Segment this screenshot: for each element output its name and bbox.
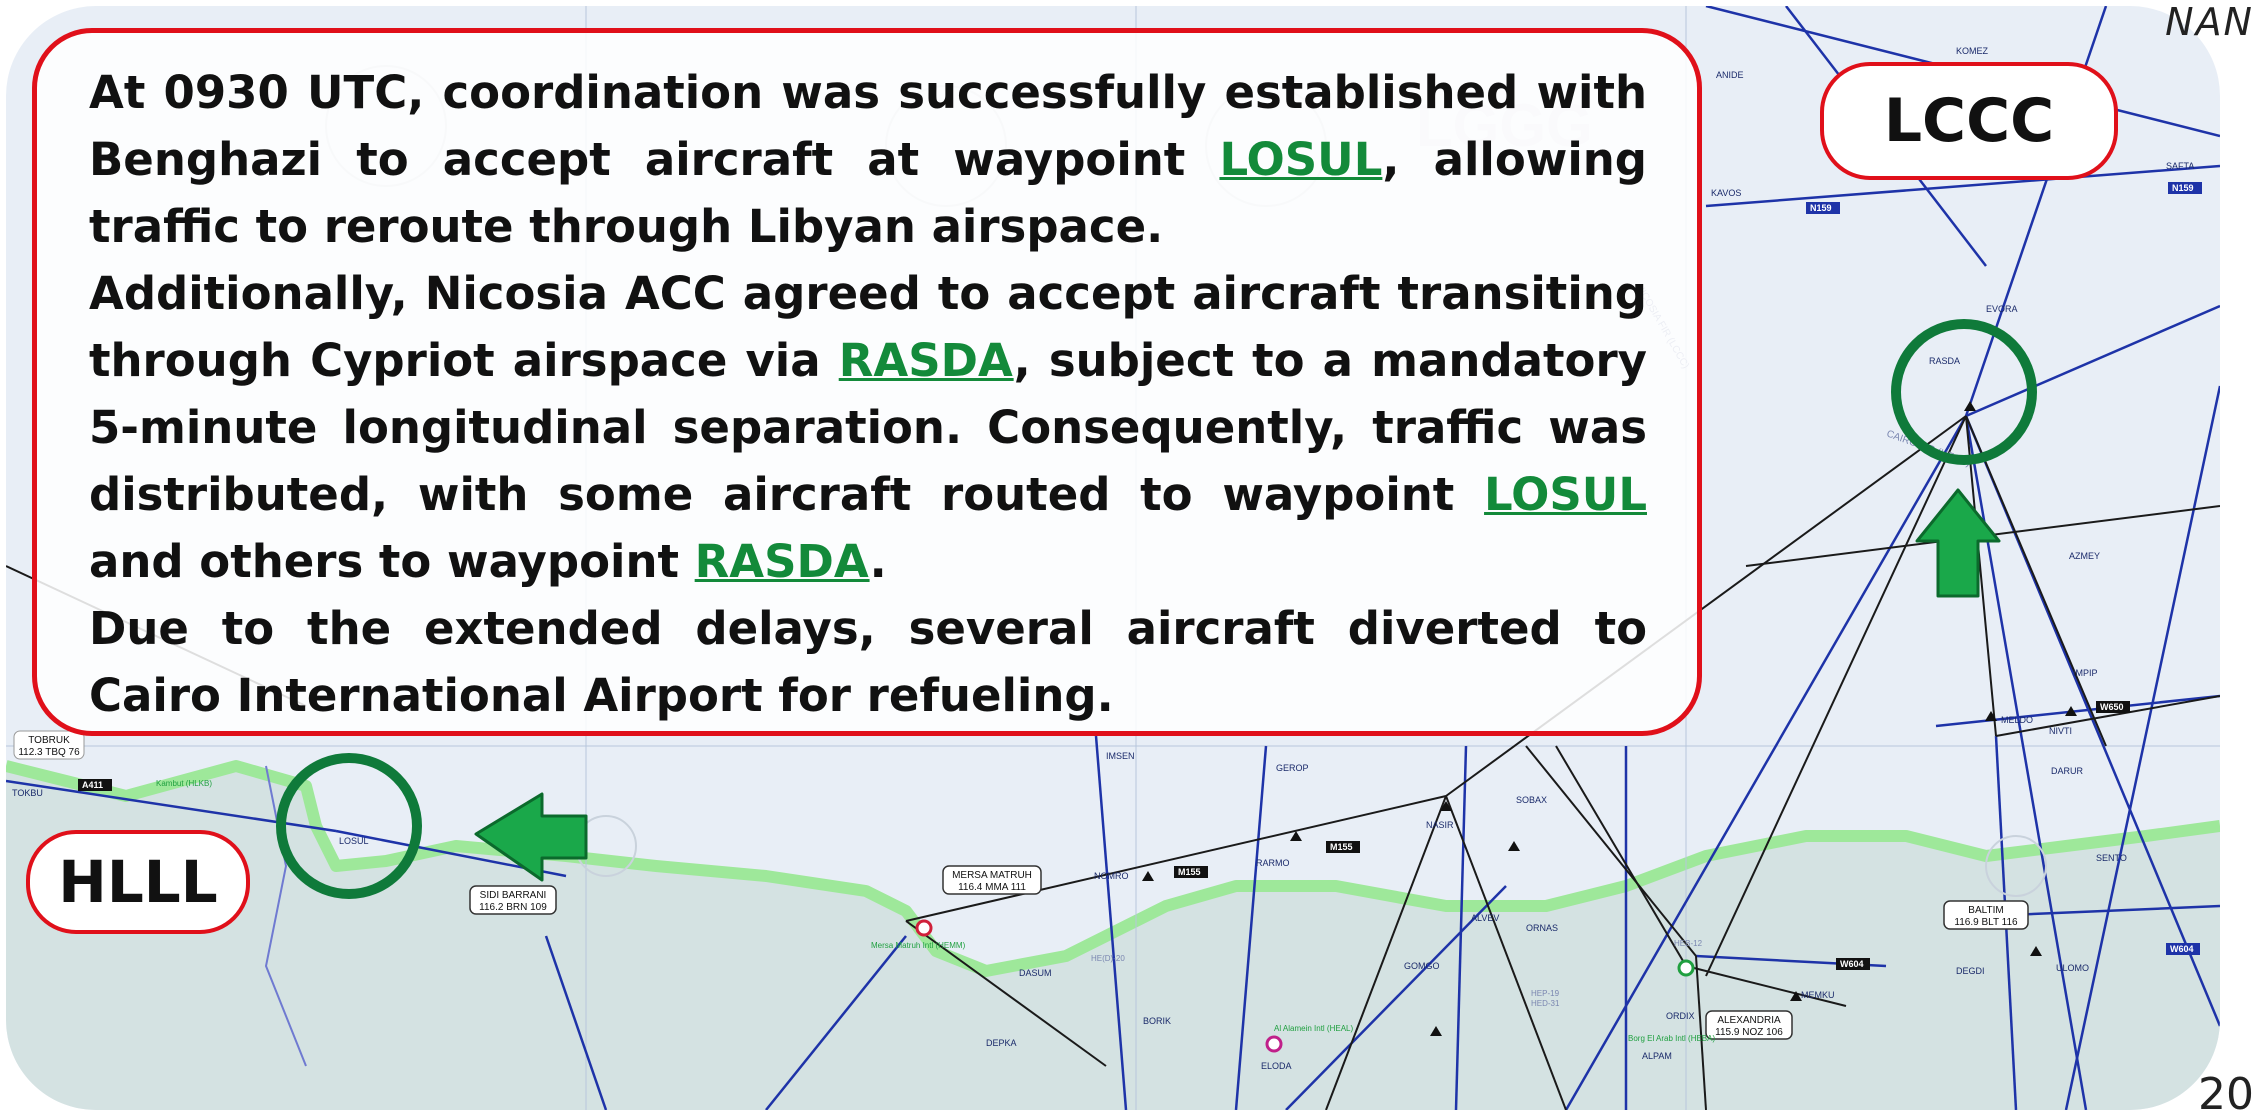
paragraph-text: and others to waypoint bbox=[89, 535, 695, 588]
svg-text:W650: W650 bbox=[2100, 702, 2124, 712]
svg-text:M155: M155 bbox=[1178, 867, 1201, 877]
paragraph-text: At 0930 UTC, coordination was successful… bbox=[89, 66, 1647, 186]
paragraph-text: , subject to a mandatory 5-minute longit… bbox=[89, 334, 1647, 521]
corner-logo-text: NAN bbox=[2165, 0, 2254, 44]
up-arrow bbox=[1915, 488, 2001, 598]
coordination-callout: At 0930 UTC, coordination was successful… bbox=[32, 28, 1702, 736]
svg-text:SIDI BARRANI: SIDI BARRANI bbox=[480, 890, 547, 901]
left-arrow bbox=[474, 792, 588, 882]
waypoint-link-losul: LOSUL bbox=[1219, 133, 1383, 186]
svg-text:SAFTA: SAFTA bbox=[2166, 161, 2194, 171]
coastline bbox=[6, 760, 2220, 977]
svg-text:NASIR: NASIR bbox=[1426, 820, 1454, 830]
svg-text:RARMO: RARMO bbox=[1256, 858, 1290, 868]
svg-text:MEMKU: MEMKU bbox=[1801, 990, 1835, 1000]
svg-text:W604: W604 bbox=[1840, 959, 1864, 969]
svg-text:TOKBU: TOKBU bbox=[12, 788, 43, 798]
page-number: 20 bbox=[2198, 1069, 2254, 1120]
svg-text:M155: M155 bbox=[1330, 842, 1353, 852]
waypoint-link-losul: LOSUL bbox=[1484, 468, 1647, 521]
svg-text:KAVOS: KAVOS bbox=[1711, 188, 1741, 198]
svg-text:NOMRO: NOMRO bbox=[1094, 871, 1129, 881]
fir-tag-lccc: LCCC bbox=[1820, 62, 2118, 180]
paragraph-text: . bbox=[869, 535, 887, 588]
svg-text:Al Alamein Intl (HEAL): Al Alamein Intl (HEAL) bbox=[1274, 1024, 1353, 1033]
svg-text:N159: N159 bbox=[2172, 183, 2194, 193]
svg-text:A411: A411 bbox=[82, 780, 103, 790]
svg-text:HED-31: HED-31 bbox=[1531, 999, 1560, 1008]
svg-text:Mersa Matruh Intl (HEMM): Mersa Matruh Intl (HEMM) bbox=[871, 941, 966, 950]
svg-text:LOSUL: LOSUL bbox=[339, 836, 369, 846]
svg-text:HEB-12: HEB-12 bbox=[1674, 939, 1703, 948]
svg-text:ORDIX: ORDIX bbox=[1666, 1011, 1695, 1021]
svg-text:SENTO: SENTO bbox=[2096, 853, 2127, 863]
fir-tag-hlll: HLLL bbox=[26, 830, 250, 934]
svg-text:MELDO: MELDO bbox=[2001, 715, 2033, 725]
svg-text:ALEXANDRIA: ALEXANDRIA bbox=[1717, 1015, 1781, 1026]
svg-text:Borg El Arab Intl (HEBA): Borg El Arab Intl (HEBA) bbox=[1628, 1034, 1715, 1043]
paragraph-losul-coordination: At 0930 UTC, coordination was successful… bbox=[89, 59, 1647, 260]
svg-text:IMPIP: IMPIP bbox=[2073, 668, 2098, 678]
svg-text:ELODA: ELODA bbox=[1261, 1061, 1292, 1071]
paragraph-cairo-diversion: Due to the extended delays, several airc… bbox=[89, 595, 1647, 729]
svg-text:AZMEY: AZMEY bbox=[2069, 551, 2100, 561]
svg-text:IMSEN: IMSEN bbox=[1106, 751, 1135, 761]
svg-text:RASDA: RASDA bbox=[1929, 356, 1960, 366]
svg-text:112.3 TBQ 76: 112.3 TBQ 76 bbox=[18, 747, 80, 758]
paragraph-nicosia-acc: Additionally, Nicosia ACC agreed to acce… bbox=[89, 260, 1647, 595]
svg-text:116.2 BRN 109: 116.2 BRN 109 bbox=[479, 902, 547, 913]
svg-text:NIVTI: NIVTI bbox=[2049, 726, 2072, 736]
svg-text:ALVEV: ALVEV bbox=[1471, 913, 1499, 923]
nav-box-name: MERSA MATRUH bbox=[952, 870, 1032, 881]
svg-text:ALPAM: ALPAM bbox=[1642, 1051, 1672, 1061]
svg-text:DARUR: DARUR bbox=[2051, 766, 2084, 776]
losul-highlight-circle bbox=[276, 753, 422, 899]
svg-text:GOMGO: GOMGO bbox=[1404, 961, 1440, 971]
svg-text:BORIK: BORIK bbox=[1143, 1016, 1171, 1026]
svg-text:HE(D)-20: HE(D)-20 bbox=[1091, 954, 1125, 963]
svg-text:N159: N159 bbox=[1810, 203, 1832, 213]
svg-text:SOBAX: SOBAX bbox=[1516, 795, 1547, 805]
svg-text:GEROP: GEROP bbox=[1276, 763, 1309, 773]
rasda-highlight-circle bbox=[1891, 319, 2037, 465]
svg-text:BALTIM: BALTIM bbox=[1968, 905, 2003, 916]
svg-text:KOMEZ: KOMEZ bbox=[1956, 46, 1989, 56]
svg-text:HEP-19: HEP-19 bbox=[1531, 989, 1560, 998]
waypoint-link-rasda: RASDA bbox=[694, 535, 870, 588]
svg-text:W604: W604 bbox=[2170, 944, 2194, 954]
svg-text:DASUM: DASUM bbox=[1019, 968, 1052, 978]
svg-text:ORNAS: ORNAS bbox=[1526, 923, 1558, 933]
svg-text:116.9 BLT 116: 116.9 BLT 116 bbox=[1954, 917, 2018, 928]
svg-text:ANIDE: ANIDE bbox=[1716, 70, 1744, 80]
nav-box-freq: 116.4 MMA 111 bbox=[958, 882, 1026, 893]
paragraph-text: Due to the extended delays, several airc… bbox=[89, 602, 1647, 722]
svg-text:115.9 NOZ 106: 115.9 NOZ 106 bbox=[1715, 1027, 1783, 1038]
svg-text:TOBRUK: TOBRUK bbox=[28, 735, 70, 746]
paragraph-text: , allowing traffic to reroute through Li… bbox=[89, 133, 1647, 253]
svg-text:DEGDI: DEGDI bbox=[1956, 966, 1985, 976]
svg-text:EVORA: EVORA bbox=[1986, 304, 2018, 314]
svg-text:DEPKA: DEPKA bbox=[986, 1038, 1017, 1048]
paragraph-text: Additionally, Nicosia ACC agreed to acce… bbox=[89, 267, 1647, 387]
waypoint-link-rasda: RASDA bbox=[838, 334, 1014, 387]
svg-text:ULOMO: ULOMO bbox=[2056, 963, 2089, 973]
svg-text:Kambut (HLKB): Kambut (HLKB) bbox=[156, 779, 212, 788]
